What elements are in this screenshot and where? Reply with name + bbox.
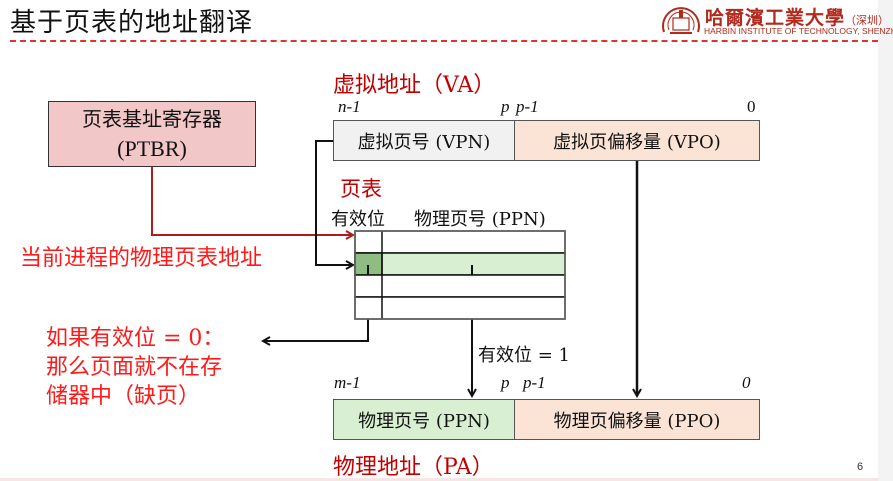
ptbr-arrow bbox=[151, 167, 353, 235]
va-bit-p: p bbox=[501, 97, 510, 116]
ptbr-register: 页表基址寄存器 (PTBR) bbox=[48, 101, 256, 167]
slide-right-margin bbox=[878, 0, 893, 481]
vpo-field: 虚拟页偏移量 (VPO) bbox=[514, 120, 760, 161]
pa-ppo-field: 物理页偏移量 (PPO) bbox=[514, 399, 760, 440]
invalid-arrow bbox=[263, 265, 369, 341]
ptbr-note: 当前进程的物理页表地址 bbox=[20, 246, 263, 271]
va-title: 虚拟地址（VA） bbox=[333, 73, 496, 98]
page-table-col-valid: 有效位 bbox=[331, 209, 385, 230]
ptbr-label-en: (PTBR) bbox=[117, 136, 187, 161]
pa-bit-p-minus-1: p-1 bbox=[523, 373, 546, 392]
ptbr-label-cn: 页表基址寄存器 bbox=[82, 107, 222, 131]
page-number: 6 bbox=[857, 461, 864, 473]
slide-title: 基于页表的地址翻译 bbox=[10, 8, 254, 38]
title-divider bbox=[10, 40, 878, 42]
vpn-field: 虚拟页号 (VPN) bbox=[333, 120, 515, 161]
pa-bit-low: 0 bbox=[742, 373, 751, 392]
valid-note: 有效位 = 1 bbox=[478, 345, 570, 366]
page-table-row bbox=[354, 230, 566, 254]
pa-ppn-field: 物理页号 (PPN) bbox=[333, 399, 515, 440]
invalid-note: 如果有效位 = 0： 那么页面就不在存 储器中（缺页） bbox=[46, 326, 225, 409]
university-name-cn: 哈爾濱工業大學（深圳） bbox=[705, 7, 890, 29]
va-bit-low: 0 bbox=[747, 97, 756, 116]
page-table-row bbox=[354, 296, 566, 320]
slide-bottom-margin bbox=[0, 478, 878, 481]
page-table-grid bbox=[354, 230, 566, 320]
va-bit-high: n-1 bbox=[338, 97, 361, 116]
pa-title: 物理地址（PA） bbox=[333, 455, 494, 480]
university-emblem-icon bbox=[662, 7, 700, 34]
page-table-title: 页表 bbox=[340, 177, 382, 201]
va-bit-p-minus-1: p-1 bbox=[516, 97, 539, 116]
university-name-en: HARBIN INSTITUTE OF TECHNOLOGY, SHENZHEN bbox=[704, 26, 893, 36]
vpn-index-arrow bbox=[315, 140, 353, 265]
page-table-col-ppn: 物理页号 (PPN) bbox=[414, 209, 546, 230]
page-table-row bbox=[354, 274, 566, 298]
pa-bit-p: p bbox=[501, 373, 510, 392]
pa-bit-high: m-1 bbox=[334, 373, 361, 392]
page-table-row-highlighted bbox=[354, 252, 566, 276]
